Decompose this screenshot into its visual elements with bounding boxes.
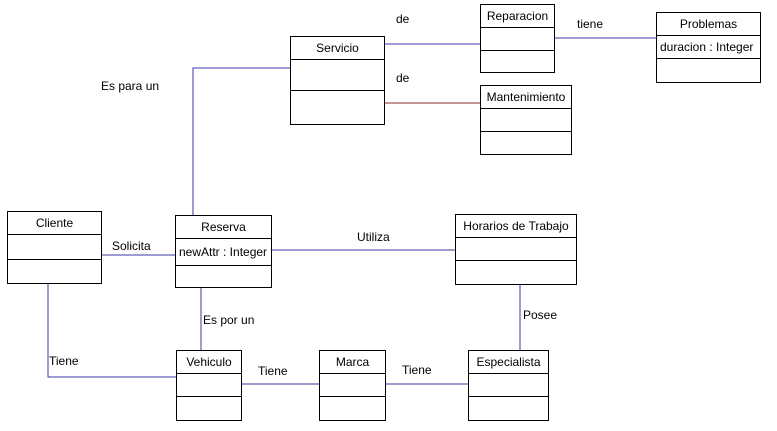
class-attributes <box>320 374 385 397</box>
class-cliente[interactable]: Cliente <box>7 211 102 284</box>
label-reserva-servicio: Es para un <box>101 79 160 93</box>
class-especialista[interactable]: Especialista <box>468 350 549 421</box>
class-operations <box>8 260 101 283</box>
class-mantenimiento[interactable]: Mantenimiento <box>480 85 572 155</box>
class-name: Reparacion <box>481 5 554 28</box>
class-operations <box>469 397 548 420</box>
class-name: Cliente <box>8 212 101 235</box>
class-problemas[interactable]: Problemas duracion : Integer <box>656 12 761 83</box>
line-cliente-vehiculo <box>47 283 177 378</box>
class-operations <box>657 59 760 82</box>
class-attributes <box>456 238 576 261</box>
class-name: Problemas <box>657 13 760 36</box>
class-name: Mantenimiento <box>481 86 571 109</box>
class-attributes: duracion : Integer <box>657 36 760 59</box>
label-cliente-reserva: Solicita <box>112 239 151 253</box>
class-operations <box>176 266 271 287</box>
class-name: Servicio <box>291 37 384 60</box>
class-attributes <box>469 374 548 397</box>
label-horarios-especialista: Posee <box>523 308 558 322</box>
class-name: Reserva <box>176 216 271 239</box>
class-name: Vehiculo <box>177 351 241 374</box>
class-operations <box>481 51 554 72</box>
class-name: Especialista <box>469 351 548 374</box>
label-marca-especialista: Tiene <box>402 363 432 377</box>
label-reparacion-problemas: tiene <box>577 17 604 31</box>
class-horarios-de-trabajo[interactable]: Horarios de Trabajo <box>455 214 577 285</box>
class-reserva[interactable]: Reserva newAttr : Integer <box>175 215 272 288</box>
class-vehiculo[interactable]: Vehiculo <box>176 350 242 421</box>
line-reserva-servicio <box>192 67 290 216</box>
class-name: Horarios de Trabajo <box>456 215 576 238</box>
label-reserva-vehiculo: Es por un <box>203 313 255 327</box>
class-operations <box>481 132 571 154</box>
class-operations <box>291 91 384 124</box>
class-attributes <box>291 60 384 91</box>
class-attributes: newAttr : Integer <box>176 239 271 266</box>
label-servicio-mantenimiento: de <box>396 71 410 85</box>
class-operations <box>320 397 385 420</box>
label-cliente-vehiculo: Tiene <box>49 354 79 368</box>
label-servicio-reparacion: de <box>396 12 410 26</box>
class-attributes <box>481 109 571 132</box>
class-marca[interactable]: Marca <box>319 350 386 421</box>
class-attributes <box>177 374 241 397</box>
class-servicio[interactable]: Servicio <box>290 36 385 125</box>
class-attributes <box>481 28 554 51</box>
class-name: Marca <box>320 351 385 374</box>
label-reserva-horarios: Utiliza <box>357 230 390 244</box>
class-reparacion[interactable]: Reparacion <box>480 4 555 73</box>
class-operations <box>177 397 241 420</box>
class-operations <box>456 261 576 284</box>
label-vehiculo-marca: Tiene <box>258 364 288 378</box>
class-attributes <box>8 235 101 260</box>
